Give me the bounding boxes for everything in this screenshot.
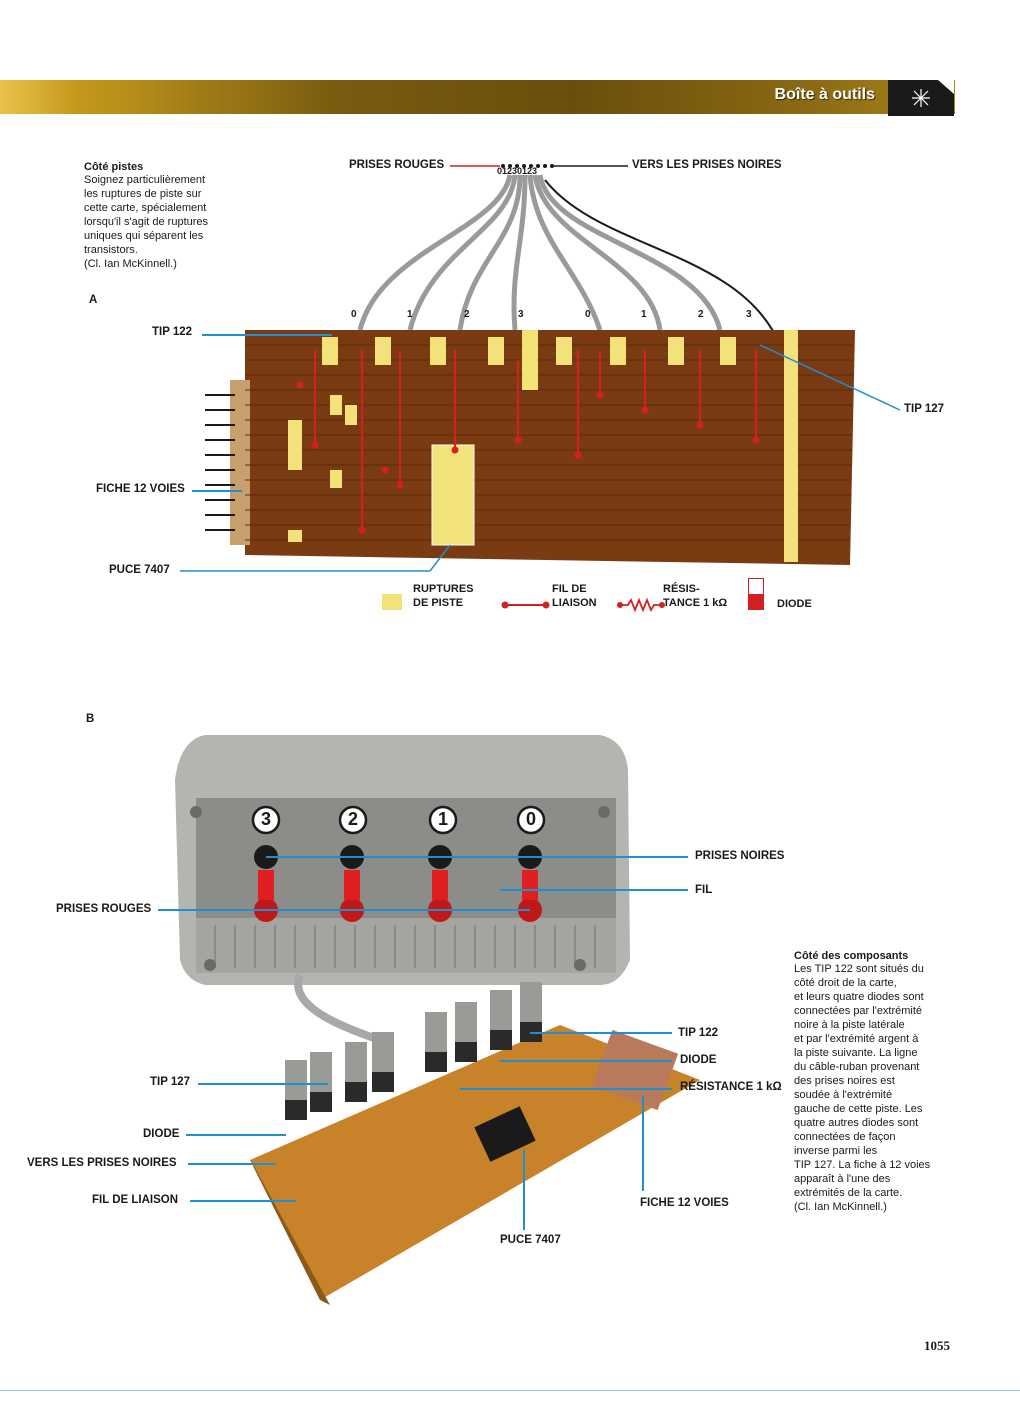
pin-number: 3 [746,309,752,320]
leader-line [266,856,688,858]
legend-swatch-ruptures [382,594,402,610]
label-fiche-a: FICHE 12 VOIES [96,483,185,495]
pin-number: 1 [641,309,647,320]
label-prises-noires: PRISES NOIRES [695,850,785,862]
socket-number: 1 [437,809,448,829]
leader-line [523,1150,525,1230]
diode-icon [748,578,764,610]
caption-b: Côté des composants Les TIP 122 sont sit… [794,950,974,1214]
caption-b-line: noire à la piste latérale [794,1019,905,1031]
leader-line [198,1083,328,1085]
pin-number: 0 [351,309,357,320]
caption-b-line: inverse parmi les [794,1145,878,1157]
legend-fil: FIL DE [552,583,587,595]
socket-number: 0 [525,809,536,829]
caption-b-line: apparaît à l'une des [794,1173,891,1185]
ribbon-cable [357,164,781,346]
label-fil: FIL [695,884,713,896]
caption-a-line: uniques qui séparent les [84,230,204,242]
label-resistance: RÉSISTANCE 1 kΩ [680,1081,782,1093]
toolbox-icon [888,80,954,116]
caption-b-line: la piste suivante. La ligne [794,1047,918,1059]
leader-line [192,490,242,492]
caption-b-title: Côté des composants [794,950,909,962]
label-diode-left: DIODE [143,1128,180,1140]
leader-line [190,1200,296,1202]
page-number: 1055 [924,1338,950,1353]
label-prises-rouges-b: PRISES ROUGES [56,903,152,915]
leader-line [158,909,530,911]
page-bottom-rule [0,1390,1020,1391]
label-tip127-b: TIP 127 [150,1076,191,1088]
leader-line [180,344,901,572]
pin-number: 1 [407,309,413,320]
legend-ruptures: DE PISTE [413,597,464,609]
socket-number: 2 [347,809,358,829]
legend-resistance: TANCE 1 kΩ [663,597,728,609]
caption-a: Côté pistes Soignez particulièrement les… [84,161,254,271]
legend-diode: DIODE [777,598,812,610]
caption-b-line: soudée à l'extrémité [794,1089,893,1101]
leader-line [186,1134,286,1136]
label-diode-right: DIODE [680,1054,717,1066]
caption-a-title: Côté pistes [84,161,144,173]
socket-number: 3 [260,809,271,829]
label-puce-a: PUCE 7407 [109,564,170,576]
caption-b-line: gauche de cette piste. Les [794,1103,923,1115]
caption-b-line: et par l'extrémité argent à [794,1033,919,1045]
leader-line [500,889,688,891]
resistor-icon [617,597,665,613]
caption-b-line: quatre autres diodes sont [794,1117,919,1129]
label-tip127-a: TIP 127 [904,403,945,415]
leader-line [202,334,332,336]
header-band [0,80,955,114]
caption-b-line: connectées de façon [794,1131,896,1143]
stripboard-a [205,330,855,565]
figure-a-letter: A [89,294,98,306]
caption-b-line: (Cl. Ian McKinnell.) [794,1201,887,1213]
figure-b-letter: B [86,713,95,725]
leader-line [642,1095,644,1191]
label-vers-prises-noires-a: VERS LES PRISES NOIRES [632,159,782,171]
pin-number: 2 [464,309,470,320]
leader-line [530,1032,672,1034]
leader-line [500,1060,672,1062]
label-fil-liaison: FIL DE LIAISON [92,1194,179,1206]
legend-ruptures: RUPTURES [413,583,474,595]
label-puce-b: PUCE 7407 [500,1234,561,1246]
ribbon-numbers: 01230123 [497,166,538,176]
caption-a-line: Soignez particulièrement [84,174,206,186]
leader-line [188,1163,276,1165]
caption-a-line: transistors. [84,244,138,256]
label-vers-prises-noires-b: VERS LES PRISES NOIRES [27,1157,177,1169]
section-title: Boîte à outils [774,86,875,103]
caption-b-line: du câble-ruban provenant [794,1061,920,1073]
caption-a-line: les ruptures de piste sur [84,188,202,200]
legend-resistance: RÉSIS- [663,583,700,595]
pin-number: 2 [698,309,704,320]
caption-b-line: des prises noires est [794,1075,895,1087]
pin-number: 0 [585,309,591,320]
caption-b-line: et leurs quatre diodes sont [794,991,924,1003]
legend-swatch-fil [501,601,550,609]
caption-a-line: cette carte, spécialement [84,202,207,214]
caption-b-line: Les TIP 122 sont situés du [794,963,924,975]
label-prises-rouges-a: PRISES ROUGES [349,159,445,171]
caption-b-line: extrémités de la carte. [794,1187,903,1199]
caption-b-line: connectées par l'extrémité [794,1005,923,1017]
leader-line [460,1088,672,1090]
caption-b-line: côté droit de la carte, [794,977,897,989]
label-tip122-a: TIP 122 [152,326,193,338]
caption-a-line: (Cl. Ian McKinnell.) [84,258,177,270]
label-tip122-b: TIP 122 [678,1027,719,1039]
caption-a-line: lorsqu'il s'agit de ruptures [84,216,209,228]
legend-fil: LIAISON [552,597,597,609]
pin-number: 3 [518,309,524,320]
label-fiche-b: FICHE 12 VOIES [640,1197,729,1209]
caption-b-line: TIP 127. La fiche à 12 voies [794,1159,931,1171]
